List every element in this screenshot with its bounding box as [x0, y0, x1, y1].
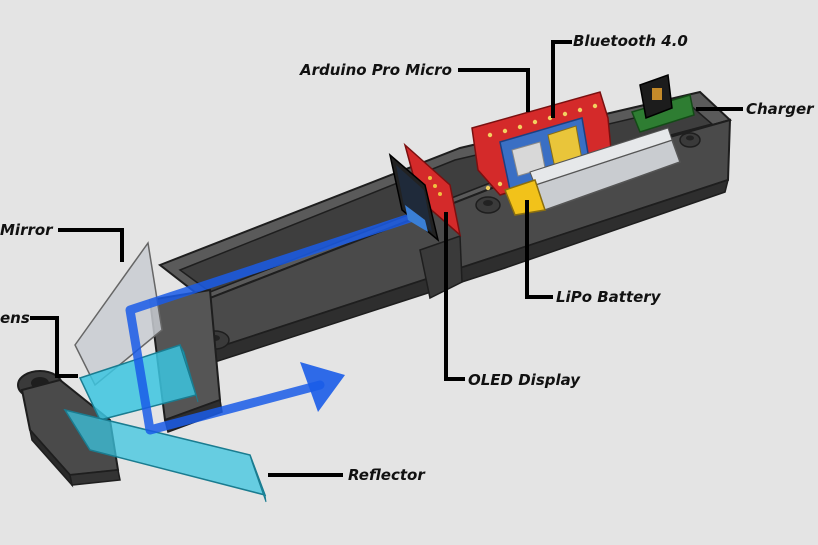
label-mirror: Mirror — [0, 221, 53, 239]
mirror — [74, 241, 163, 387]
label-reflector: Reflector — [348, 466, 425, 484]
label-arduino: Arduino Pro Micro — [300, 61, 452, 79]
light-arrowhead — [300, 362, 345, 412]
leader-arduino — [458, 68, 530, 112]
label-bluetooth: Bluetooth 4.0 — [573, 32, 688, 50]
leader-lens — [30, 316, 78, 378]
leader-mirror — [58, 228, 124, 262]
leader-lipo — [525, 200, 553, 299]
reflector — [63, 408, 267, 503]
light-path — [125, 213, 415, 435]
label-charger: Charger — [746, 100, 814, 118]
leader-bluetooth — [551, 40, 572, 118]
charger-board — [630, 73, 695, 133]
label-lipo: LiPo Battery — [556, 288, 661, 306]
lipo-battery — [504, 127, 681, 216]
label-lens: ens — [0, 309, 30, 327]
leader-oled — [444, 212, 465, 381]
label-oled: OLED Display — [468, 371, 581, 389]
leader-lines — [30, 40, 743, 477]
oled-display — [388, 142, 462, 243]
